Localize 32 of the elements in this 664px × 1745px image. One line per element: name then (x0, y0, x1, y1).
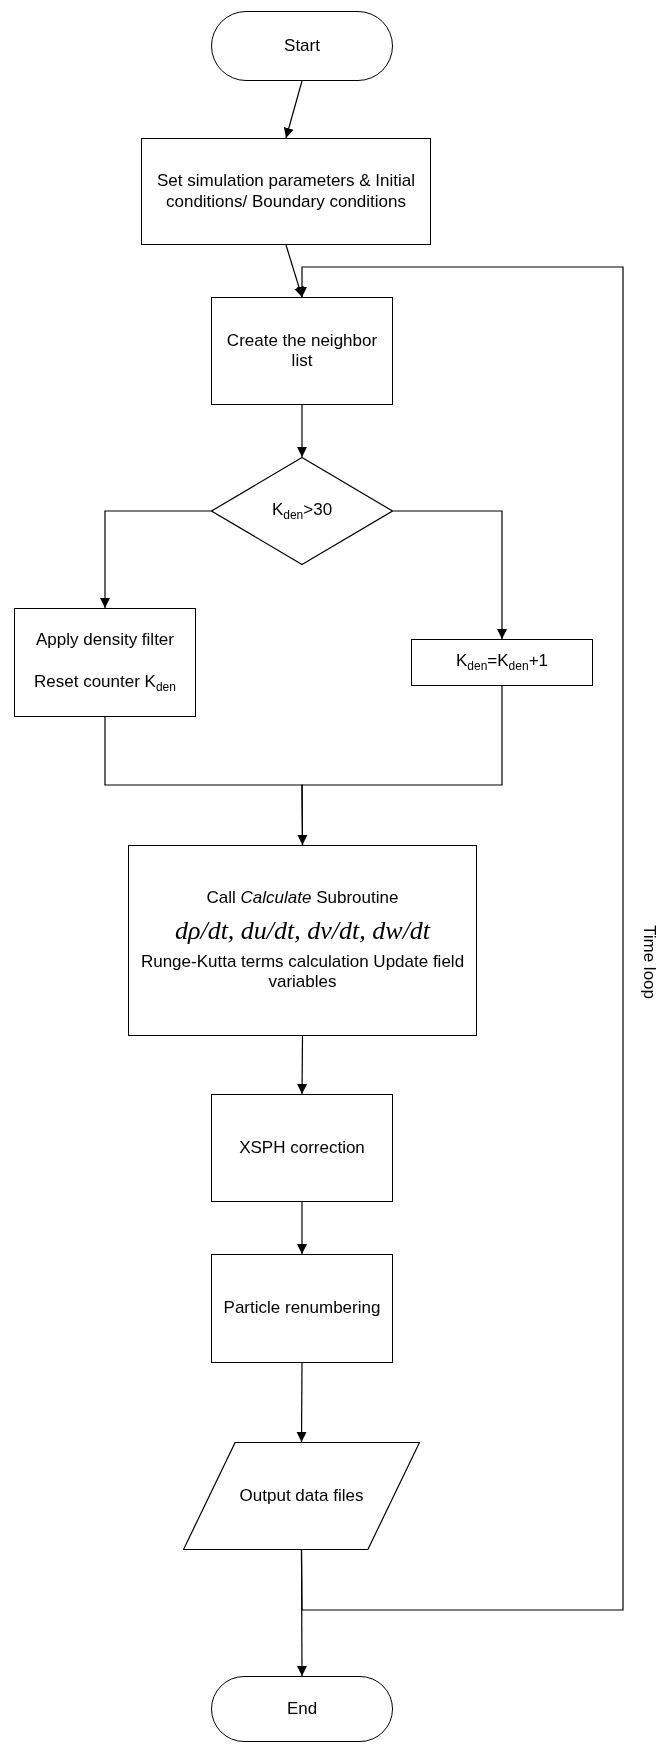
process-box (141, 138, 431, 245)
arrow (283, 80, 303, 139)
arrow (297, 1201, 307, 1255)
arrow (297, 266, 624, 1611)
node-text: Reset counter K$_{den}$ (33, 672, 177, 696)
node-text: K$_{den}$=K$_{den}$+1 (454, 651, 550, 674)
arrow (297, 1035, 308, 1095)
node-text: End (285, 1698, 319, 1720)
edge-label: Time loop (639, 925, 659, 999)
node-text: Particle renumbering (222, 1298, 382, 1319)
node-text: K$_{den}$>30 (270, 499, 334, 523)
node-text: XSPH correction (238, 1137, 366, 1159)
process-box (211, 1254, 393, 1363)
node-text: Create the neighbor list (225, 330, 379, 372)
arrow (297, 685, 503, 846)
heading-text: Apply density filter (35, 629, 175, 651)
node-text: Output data files (238, 1485, 365, 1507)
heading-text: Call Calculate Subroutine (205, 888, 400, 909)
formula: dρ/dt, du/dt, dv/dt, dw/dt (173, 914, 432, 946)
arrow (297, 404, 307, 458)
node-text: Set simulation parameters & Initial conditions/ Boundary conditions (156, 171, 416, 212)
process-box (211, 1094, 393, 1202)
process-box (14, 608, 196, 717)
arrow (100, 510, 212, 609)
arrow (285, 244, 304, 298)
node-text: Runge-Kutta terms calculation Update field variables (139, 951, 466, 993)
node-text: Start (283, 35, 321, 57)
arrow (296, 1362, 307, 1443)
arrow (392, 510, 507, 640)
process-box (128, 845, 477, 1036)
process-box (411, 639, 593, 686)
process-box (211, 297, 393, 405)
